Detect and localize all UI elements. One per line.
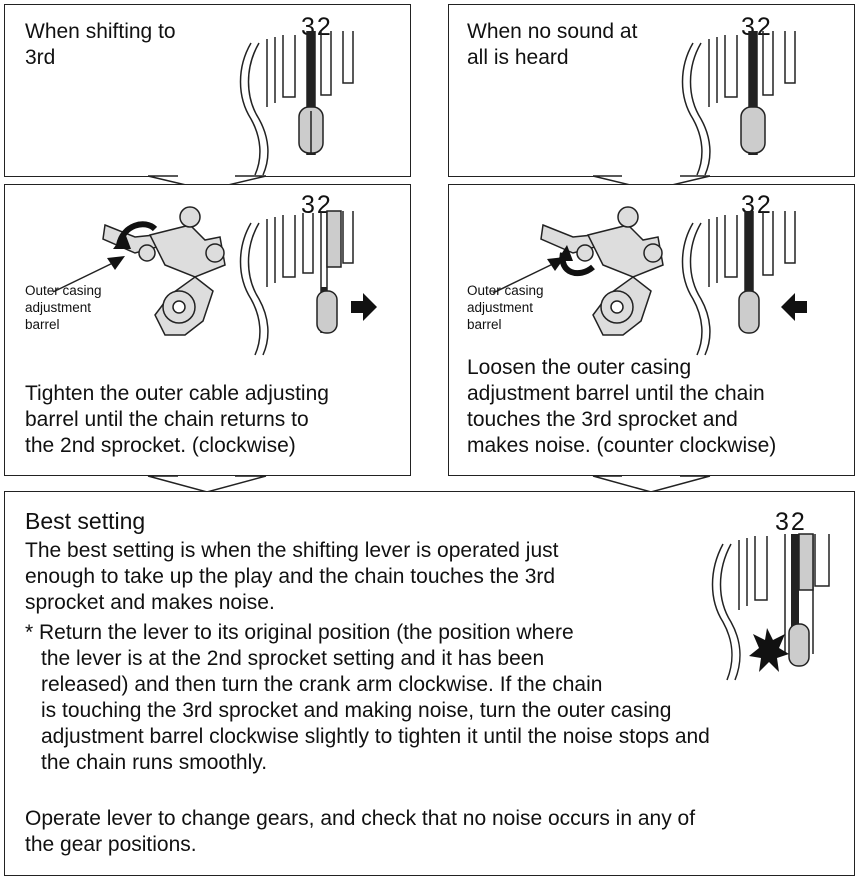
best-setting-line3: sprocket and makes noise. <box>25 591 275 614</box>
note-line5: adjustment barrel clockwise slightly to … <box>41 725 710 748</box>
panel-text-line1: When no sound at <box>467 20 638 43</box>
sprocket-diagram-noise <box>711 533 830 681</box>
best-setting-line1: The best setting is when the shifting le… <box>25 539 559 562</box>
callout-label-line3: barrel <box>467 317 502 332</box>
rear-derailleur-illustration <box>102 206 226 336</box>
callout-label-line1: Outer casing <box>467 283 544 298</box>
panel-text-line2: 3rd <box>25 46 56 69</box>
panel-shifting-to-3rd: When shifting to 3rd 32 <box>4 4 411 177</box>
sprocket-numbers: 32 <box>301 13 333 41</box>
panel-tighten: 32 Outer casing adjustment barrel <box>4 184 411 476</box>
note-line3: released) and then turn the crank arm cl… <box>41 673 603 696</box>
closing-line2: the gear positions. <box>25 833 197 856</box>
note-line1: * Return the lever to its original posit… <box>25 621 574 644</box>
callout-label-line2: adjustment <box>25 300 92 315</box>
connector-arrow <box>147 475 711 493</box>
callout-pointer <box>492 257 565 294</box>
best-setting-line2: enough to take up the play and the chain… <box>25 565 556 588</box>
instruction-line3: the 2nd sprocket. (clockwise) <box>25 434 296 457</box>
note-line2: the lever is at the 2nd sprocket setting… <box>41 647 545 670</box>
panel-text-line1: When shifting to <box>25 20 176 43</box>
panel-loosen: 32 Outer casing adjustment barrel <box>448 184 855 476</box>
callout-label-line2: adjustment <box>467 300 534 315</box>
note-line4: is touching the 3rd sprocket and making … <box>41 699 672 722</box>
note-line6: the chain runs smoothly. <box>41 751 268 774</box>
callout-label-line3: barrel <box>25 317 60 332</box>
callout-label-line1: Outer casing <box>25 283 102 298</box>
sprocket-numbers: 32 <box>301 191 333 219</box>
closing-line1: Operate lever to change gears, and check… <box>25 807 696 830</box>
callout-pointer <box>52 256 125 293</box>
instruction-line2: barrel until the chain returns to <box>25 408 309 431</box>
panel-text-line2: all is heard <box>467 46 569 69</box>
sprocket-diagram <box>681 31 796 176</box>
sprocket-numbers: 32 <box>775 508 807 536</box>
instruction-line1: Tighten the outer cable adjusting <box>25 382 329 405</box>
instruction-line1: Loosen the outer casing <box>467 356 692 379</box>
panel-best-setting: Best setting 32 The best setting is when… <box>4 491 855 876</box>
panel-no-sound: When no sound at all is heard 32 <box>448 4 855 177</box>
sprocket-diagram <box>681 211 807 356</box>
sprocket-diagram <box>239 210 377 356</box>
connector-arrow <box>147 175 711 191</box>
rear-derailleur-illustration <box>540 206 664 336</box>
instruction-line2: adjustment barrel until the chain <box>467 382 765 405</box>
instruction-line3: touches the 3rd sprocket and <box>467 408 738 431</box>
instruction-line4: makes noise. (counter clockwise) <box>467 434 777 457</box>
section-heading: Best setting <box>25 508 146 534</box>
sprocket-diagram <box>239 31 354 176</box>
